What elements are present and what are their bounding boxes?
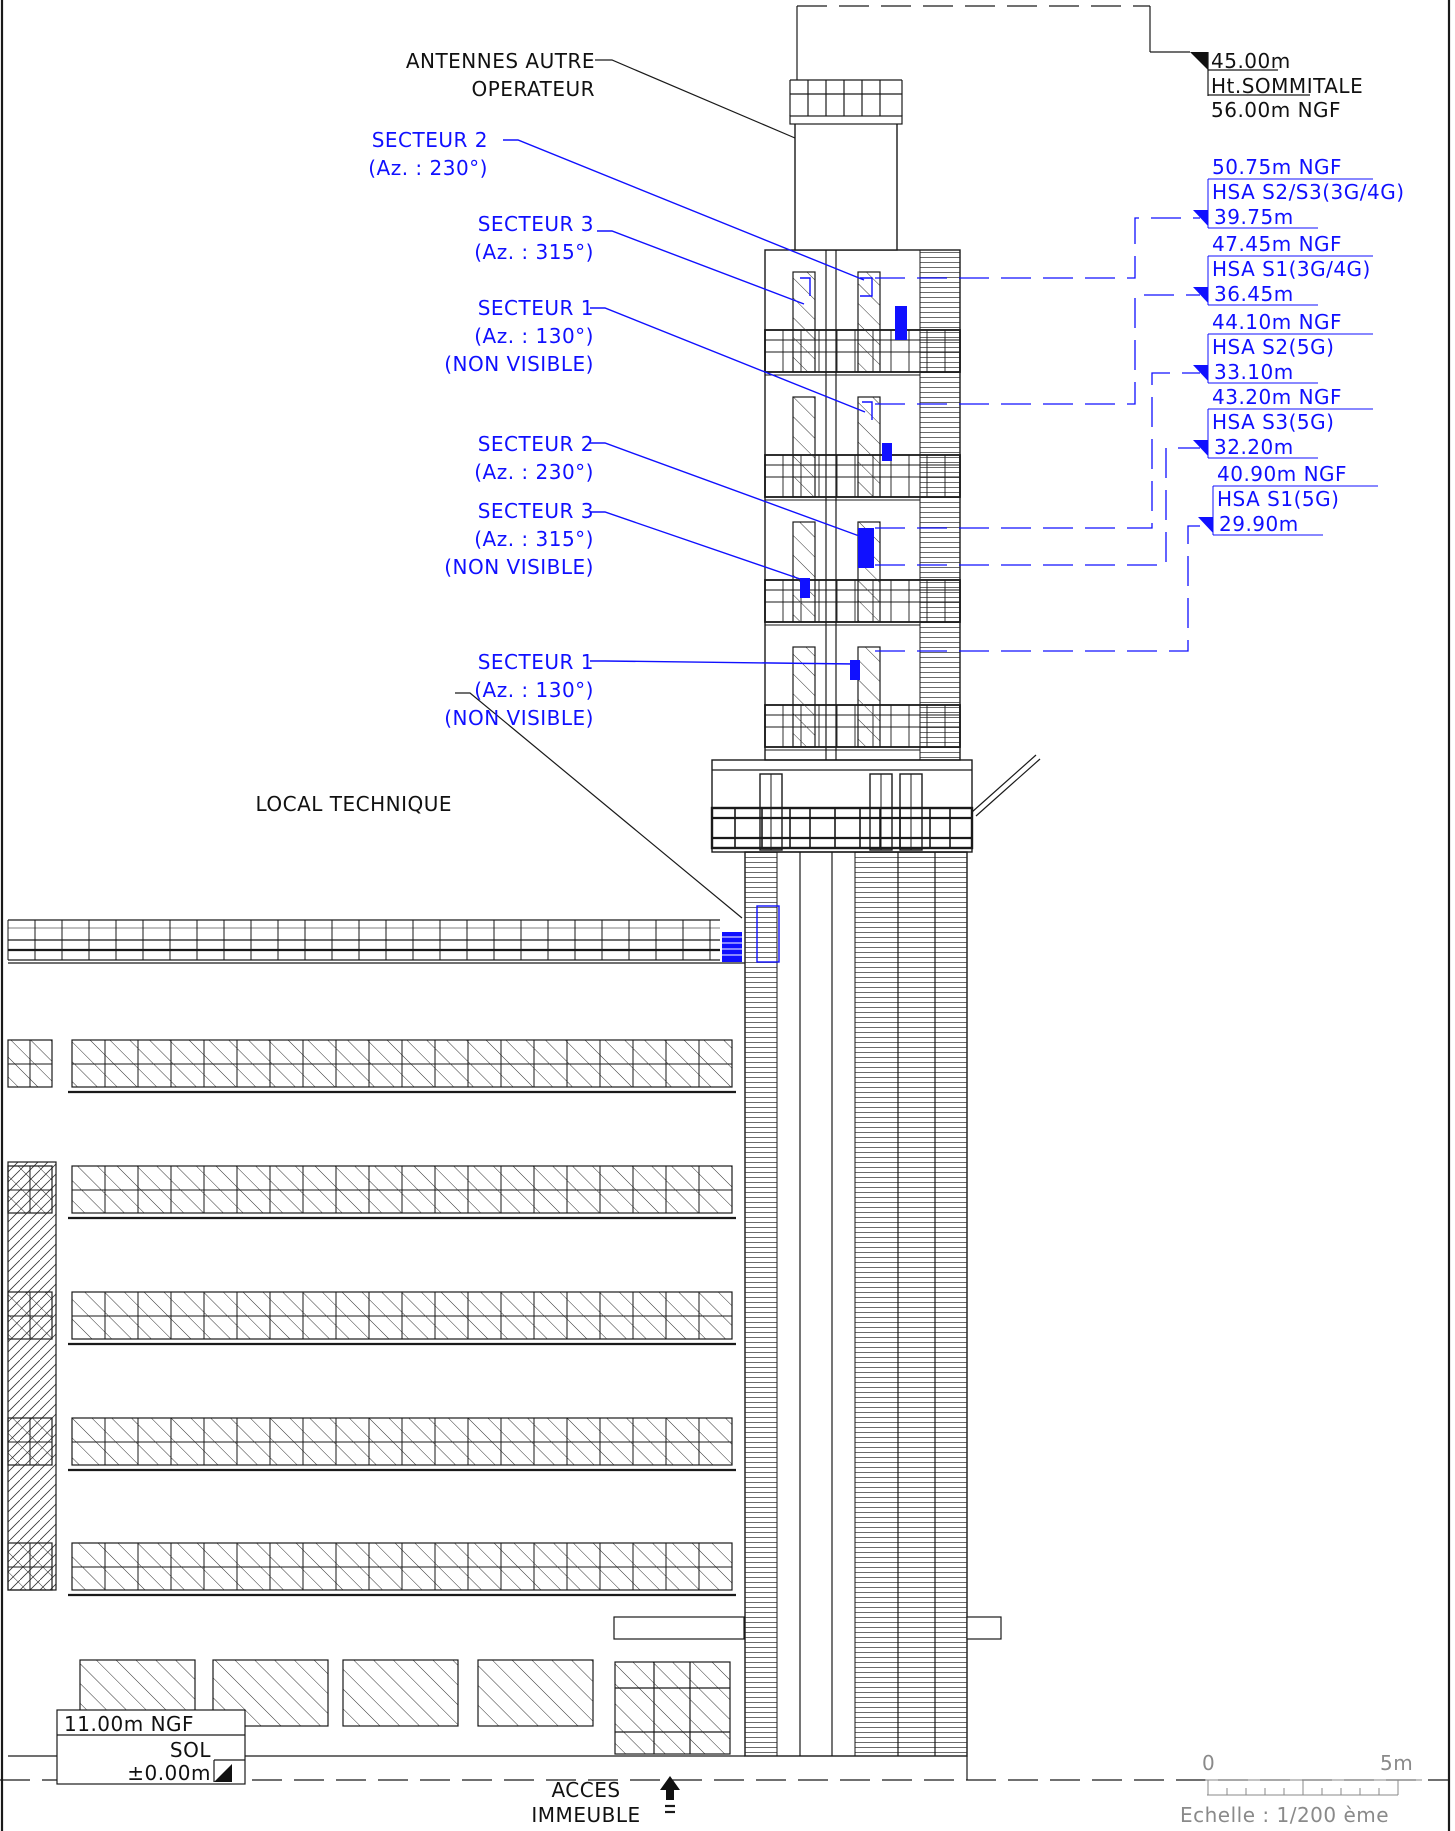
window-bands [7, 1039, 736, 1597]
technical-room-cabinet [722, 932, 742, 962]
level-ground: 11.00m NGF SOL ±0.00m [56, 1709, 246, 1785]
access-line1: ACCES [551, 1778, 620, 1802]
callout-lower-sector-2-line1: SECTEUR 2 [478, 432, 594, 456]
callout-upper-sector-1-line3: (NON VISIBLE) [444, 352, 594, 376]
level-ground-height: ±0.00m [127, 1761, 211, 1785]
building-access: ACCES IMMEUBLE [531, 1776, 680, 1827]
callout-lower-sector-3: SECTEUR 3 (Az. : 315°) (NON VISIBLE) [444, 499, 594, 579]
hsa-marker: 40.90m NGF HSA S1(5G) 29.90m [1217, 462, 1347, 536]
hsa-label: HSA S2/S3(3G/4G) [1212, 180, 1405, 204]
callout-other-operator-line2: OPERATEUR [471, 77, 595, 101]
callout-lower-sector-3-line1: SECTEUR 3 [478, 499, 594, 523]
hsa-height: 36.45m [1214, 282, 1294, 306]
low-building [7, 919, 745, 1757]
scale-zero: 0 [1202, 1751, 1215, 1775]
scale-bar: 0 5m Echelle : 1/200 ème [1180, 1751, 1422, 1827]
level-ground-ngf: 11.00m NGF [64, 1712, 194, 1736]
level-summit-label: Ht.SOMMITALE [1211, 74, 1363, 98]
callout-lower-sector-1-line2: (Az. : 130°) [474, 678, 594, 702]
callout-lower-sector-2: SECTEUR 2 (Az. : 230°) [474, 432, 594, 484]
hsa-marker: 50.75m NGF HSA S2/S3(3G/4G) 39.75m [1212, 155, 1405, 229]
callout-lower-sector-1-line3: (NON VISIBLE) [444, 706, 594, 730]
roof-railing [7, 919, 720, 961]
tower [710, 5, 1190, 1780]
leader-lines [0, 59, 1449, 1781]
hsa-label: HSA S2(5G) [1212, 335, 1334, 359]
hsa-height: 33.10m [1214, 360, 1294, 384]
hsa-label: HSA S1(3G/4G) [1212, 257, 1371, 281]
access-arrow-icon [660, 1776, 680, 1800]
callout-lower-sector-1: SECTEUR 1 (Az. : 130°) (NON VISIBLE) [444, 650, 594, 730]
callout-upper-sector-2-line2: (Az. : 230°) [368, 156, 488, 180]
callout-upper-sector-2: SECTEUR 2 (Az. : 230°) [368, 128, 488, 180]
callout-lower-sector-3-line3: (NON VISIBLE) [444, 555, 594, 579]
level-summit: 45.00m Ht.SOMMITALE 56.00m NGF [1190, 49, 1363, 122]
level-ground-label: SOL [170, 1738, 211, 1762]
level-summit-height: 45.00m [1211, 49, 1291, 73]
hsa-marker: 44.10m NGF HSA S2(5G) 33.10m [1212, 310, 1342, 384]
scale-five: 5m [1380, 1751, 1413, 1775]
access-line2: IMMEUBLE [531, 1803, 640, 1827]
callout-lower-sector-3-line2: (Az. : 315°) [474, 527, 594, 551]
callout-upper-sector-3: SECTEUR 3 (Az. : 315°) [474, 212, 594, 264]
callout-technical-room: LOCAL TECHNIQUE [255, 792, 452, 816]
callout-upper-sector-3-line2: (Az. : 315°) [474, 240, 594, 264]
callout-other-operator-line1: ANTENNES AUTRE [406, 49, 595, 73]
callout-upper-sector-3-line1: SECTEUR 3 [478, 212, 594, 236]
left-glazed-column [7, 1161, 57, 1591]
callout-upper-sector-2-line1: SECTEUR 2 [372, 128, 488, 152]
level-summit-ngf: 56.00m NGF [1211, 98, 1341, 122]
callout-other-operator: ANTENNES AUTRE OPERATEUR [406, 49, 595, 101]
scale-label: Echelle : 1/200 ème [1180, 1803, 1389, 1827]
hsa-ngf: 50.75m NGF [1212, 155, 1342, 179]
callout-lower-sector-1-line1: SECTEUR 1 [478, 650, 594, 674]
antenna-marks [800, 277, 907, 680]
callout-upper-sector-1-line1: SECTEUR 1 [478, 296, 594, 320]
hsa-ngf: 40.90m NGF [1217, 462, 1347, 486]
hsa-label: HSA S1(5G) [1217, 487, 1339, 511]
hsa-height: 29.90m [1219, 512, 1299, 536]
callout-lower-sector-2-line2: (Az. : 230°) [474, 460, 594, 484]
hsa-ngf: 47.45m NGF [1212, 232, 1342, 256]
hsa-marker: 47.45m NGF HSA S1(3G/4G) 36.45m [1212, 232, 1371, 306]
callout-upper-sector-1-line2: (Az. : 130°) [474, 324, 594, 348]
hsa-marker: 43.20m NGF HSA S3(5G) 32.20m [1212, 385, 1342, 459]
hsa-ngf: 44.10m NGF [1212, 310, 1342, 334]
hsa-height: 39.75m [1214, 205, 1294, 229]
hsa-label: HSA S3(5G) [1212, 410, 1334, 434]
hsa-height: 32.20m [1214, 435, 1294, 459]
technical-room-box [756, 905, 780, 963]
hsa-level-markers: 50.75m NGF HSA S2/S3(3G/4G) 39.75m 47.45… [1193, 155, 1405, 536]
hsa-ngf: 43.20m NGF [1212, 385, 1342, 409]
callout-upper-sector-1: SECTEUR 1 (Az. : 130°) (NON VISIBLE) [444, 296, 594, 376]
